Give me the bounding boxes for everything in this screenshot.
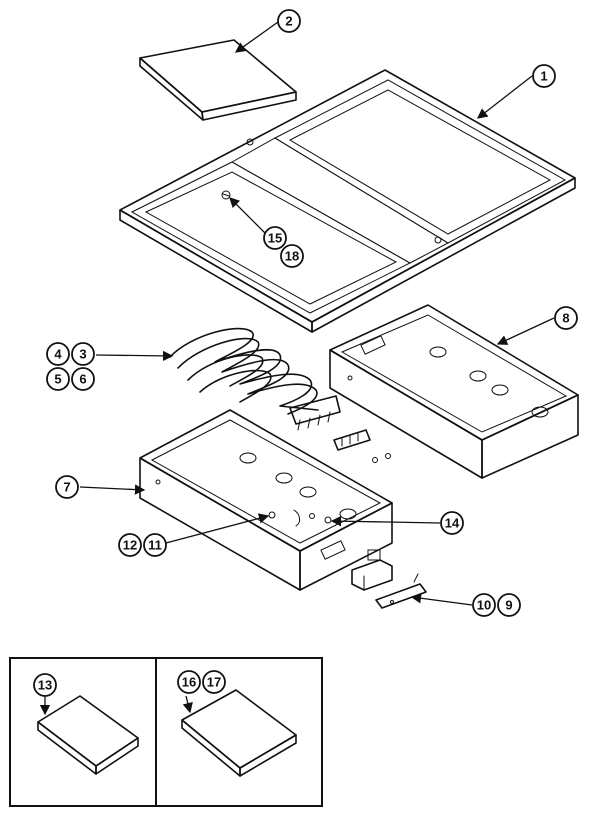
callout-13: 13 <box>33 673 57 697</box>
callout-16-label: 16 <box>182 675 196 690</box>
screw-part <box>372 453 391 463</box>
lava-rock-grate-part <box>181 689 297 777</box>
callout-14: 14 <box>440 511 464 535</box>
callout-5: 5 <box>46 367 70 391</box>
callout-12: 12 <box>118 533 142 557</box>
callout-11-label: 11 <box>148 538 162 553</box>
callout-3-label: 3 <box>79 347 86 362</box>
right-drip-pan-part <box>329 304 579 479</box>
callout-9-label: 9 <box>505 598 512 613</box>
callout-7-label: 7 <box>63 480 70 495</box>
callout-5-label: 5 <box>54 372 61 387</box>
callout-17: 17 <box>202 670 226 694</box>
callout-10: 10 <box>472 593 496 617</box>
mounting-bracket-part <box>375 573 427 609</box>
callout-4: 4 <box>46 342 70 366</box>
callout-7: 7 <box>55 475 79 499</box>
callout-18-label: 18 <box>285 249 299 264</box>
callout-1-label: 1 <box>540 69 547 84</box>
leader-lines <box>39 21 555 716</box>
cooktop-top-panel-part <box>119 69 576 333</box>
callout-16: 16 <box>177 670 201 694</box>
callout-6: 6 <box>71 367 95 391</box>
callout-4-label: 4 <box>54 347 62 362</box>
callout-17-label: 17 <box>207 675 221 690</box>
terminal-block-part <box>333 429 371 451</box>
grill-grate-part <box>139 39 297 121</box>
callout-3: 3 <box>71 342 95 366</box>
callout-18: 18 <box>280 244 304 268</box>
heating-element-part <box>169 327 341 431</box>
callout-15: 15 <box>263 226 287 250</box>
callout-1: 1 <box>532 64 556 88</box>
callout-11: 11 <box>143 533 167 557</box>
callout-2-label: 2 <box>285 14 292 29</box>
callout-6-label: 6 <box>79 372 86 387</box>
callout-15-label: 15 <box>268 231 282 246</box>
callout-8: 8 <box>554 306 578 330</box>
callout-13-label: 13 <box>38 678 52 693</box>
callout-9: 9 <box>497 593 521 617</box>
callout-12-label: 12 <box>123 538 137 553</box>
callout-10-label: 10 <box>477 598 491 613</box>
callout-2: 2 <box>277 9 301 33</box>
accessory-box <box>9 657 323 807</box>
griddle-part <box>37 695 139 775</box>
left-drip-pan-part <box>139 409 393 591</box>
callout-14-label: 14 <box>445 516 460 531</box>
switch-part <box>351 549 393 591</box>
callout-8-label: 8 <box>562 311 569 326</box>
